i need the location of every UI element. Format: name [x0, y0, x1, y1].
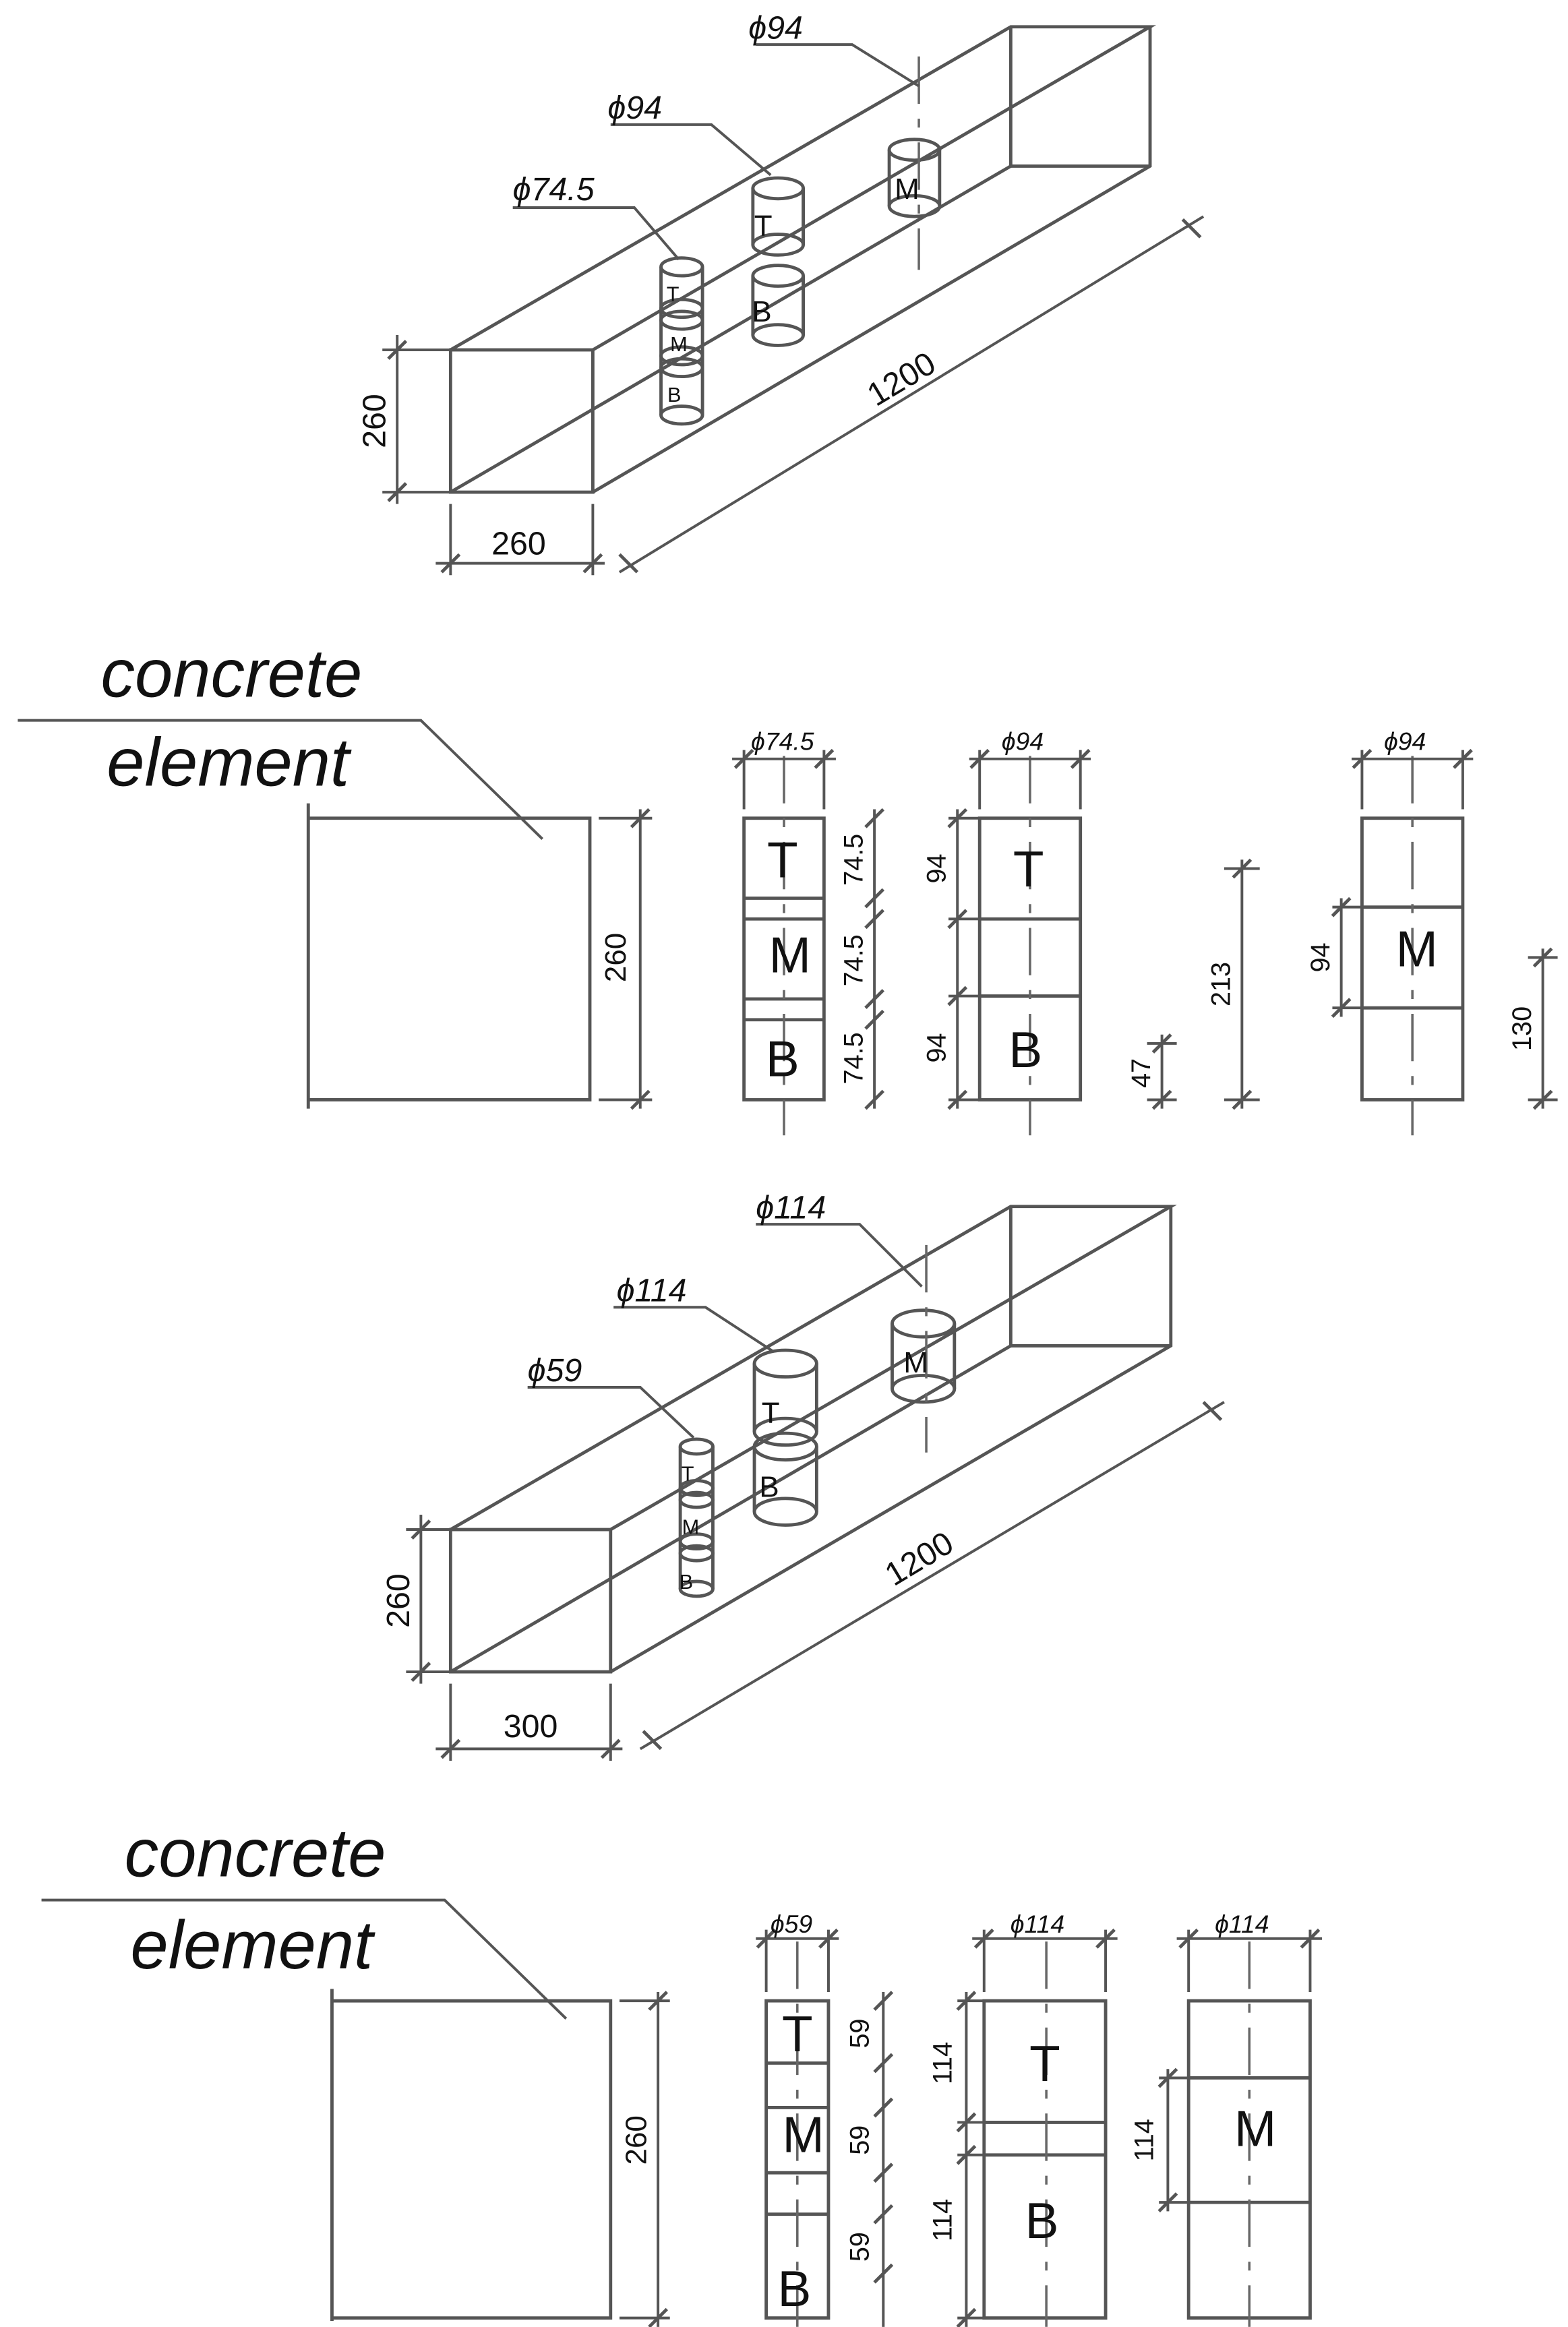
phi-small-section: ϕ74.5 [751, 727, 814, 756]
section-tb-b: B [1025, 2192, 1059, 2249]
section-tb-t: T [1029, 2035, 1060, 2092]
dim-tb-top: 114 [928, 2042, 957, 2084]
section-m-label: M [1234, 2101, 1276, 2157]
phi-callout-small: ϕ74.5 [513, 171, 595, 208]
label-t-small: T [667, 282, 680, 305]
dim-section-260: 260 [599, 933, 632, 982]
label-b-small: B [680, 1570, 694, 1594]
label-b: B [752, 295, 771, 328]
label-b-small: B [667, 383, 682, 406]
phi-tb-section: ϕ114 [1011, 1910, 1064, 1938]
dim-length-1200: 1200 [861, 345, 942, 414]
part-b-m-core-section: ϕ114 M 114 [1129, 1910, 1323, 2327]
phi-callout-small: ϕ59 [528, 1352, 582, 1389]
dim-m: 94 [1306, 942, 1335, 972]
dim-small-1: 74.5 [839, 834, 869, 886]
part-b-tb-core-section: ϕ114 T B 114 114 [928, 1910, 1118, 2327]
phi-m-section: ϕ94 [1384, 727, 1426, 756]
dim-47: 47 [1126, 1058, 1156, 1088]
part-a-small-core-section: ϕ74.5 T M B 74.5 74.5 74.5 [732, 727, 885, 1136]
part-a-core-b-cylinder: B [751, 264, 805, 347]
dim-tb-top: 94 [922, 853, 952, 883]
part-b-isometric-view: M T B T M B ϕ114 ϕ114 ϕ59 260 [380, 1189, 1225, 1761]
part-b-element-section: 260 [330, 1989, 670, 2327]
part-b-dim-height: 260 [380, 1515, 460, 1684]
dim-tb-bottom: 94 [922, 1033, 952, 1063]
dim-213: 213 [1207, 962, 1236, 1006]
dim-small-2: 74.5 [839, 934, 869, 986]
phi-tb-section: ϕ94 [1002, 727, 1044, 756]
label-t-small: T [682, 1461, 694, 1485]
concrete-element-title-line2: element [107, 724, 352, 800]
dim-height-260: 260 [357, 394, 393, 448]
part-a-isometric-view: M T B T M B ϕ94 ϕ94 ϕ74.5 [357, 9, 1205, 576]
part-a-dim-length: 1200 [618, 215, 1205, 574]
section-tb-b: B [1008, 1021, 1042, 1078]
part-a-tb-core-section: ϕ94 T B 94 94 [922, 727, 1091, 1136]
phi-callout-m: ϕ114 [756, 1189, 826, 1226]
part-b-core-m-cylinder: M [891, 1244, 957, 1453]
dim-130: 130 [1507, 1006, 1537, 1051]
label-t: T [754, 210, 773, 243]
section-t: T [782, 2005, 813, 2062]
part-b-dim-width: 300 [435, 1683, 623, 1761]
section-b: B [766, 1030, 800, 1087]
label-m: M [903, 1346, 928, 1379]
part-a-core-small-cylinders: T M B [659, 256, 704, 426]
section-tb-t: T [1013, 841, 1044, 897]
section-m-label: M [1396, 921, 1438, 977]
dim-tb-bottom: 114 [928, 2199, 957, 2241]
phi-callout-m: ϕ94 [748, 9, 803, 46]
part-b-sections: concrete element 260 ϕ59 T M B 59 [41, 1815, 1323, 2327]
part-b-core-small-cylinders: T M B [678, 1437, 715, 1598]
concrete-element-title-line1: concrete [125, 1815, 386, 1891]
dim-height-260: 260 [380, 1573, 417, 1628]
concrete-element-title-line2: element [130, 1907, 375, 1983]
dim-section-260: 260 [620, 2115, 653, 2165]
part-b-dim-length: 1200 [639, 1401, 1225, 1751]
phi-small-section: ϕ59 [771, 1910, 813, 1938]
part-a-sections: concrete element 260 ϕ74.5 T M B 74 [18, 635, 1558, 1136]
concrete-element-title-line1: concrete [100, 635, 362, 711]
dim-small-3: 59 [845, 2232, 874, 2262]
label-m-small: M [682, 1515, 700, 1539]
dim-m: 114 [1129, 2119, 1159, 2161]
part-a-m-core-section: ϕ94 M 94 130 [1306, 727, 1558, 1136]
part-a-dim-height: 260 [357, 335, 460, 504]
part-a-core-t-cylinder: T [751, 176, 805, 257]
label-m-small: M [670, 332, 688, 356]
phi-callout-t: ϕ114 [617, 1272, 687, 1308]
part-a-dim-width: 260 [435, 504, 605, 576]
dim-small-3: 74.5 [839, 1032, 869, 1084]
part-b-core-t-cylinder: T [752, 1348, 818, 1447]
section-m: M [782, 2106, 824, 2163]
part-a-beam-outline [448, 25, 1157, 494]
phi-m-section: ϕ114 [1215, 1910, 1269, 1938]
dim-small-1: 59 [845, 2019, 874, 2049]
section-m: M [769, 926, 811, 983]
label-m: M [895, 173, 919, 206]
part-b-small-core-section: ϕ59 T M B 59 59 59 [756, 1910, 894, 2327]
dim-width-300: 300 [504, 1708, 558, 1745]
part-a-depth-dims: 47 213 [1126, 858, 1260, 1110]
section-t: T [767, 832, 798, 888]
part-a-element-section: 260 [306, 803, 653, 1110]
section-b: B [777, 2260, 811, 2317]
label-t: T [762, 1397, 780, 1430]
dim-width-260: 260 [491, 525, 546, 562]
part-a-core-m-cylinder: M [887, 56, 942, 270]
label-b: B [759, 1471, 779, 1504]
part-b-core-b-cylinder: B [752, 1431, 818, 1527]
dim-small-2: 59 [845, 2125, 874, 2155]
phi-callout-t: ϕ94 [607, 90, 662, 126]
